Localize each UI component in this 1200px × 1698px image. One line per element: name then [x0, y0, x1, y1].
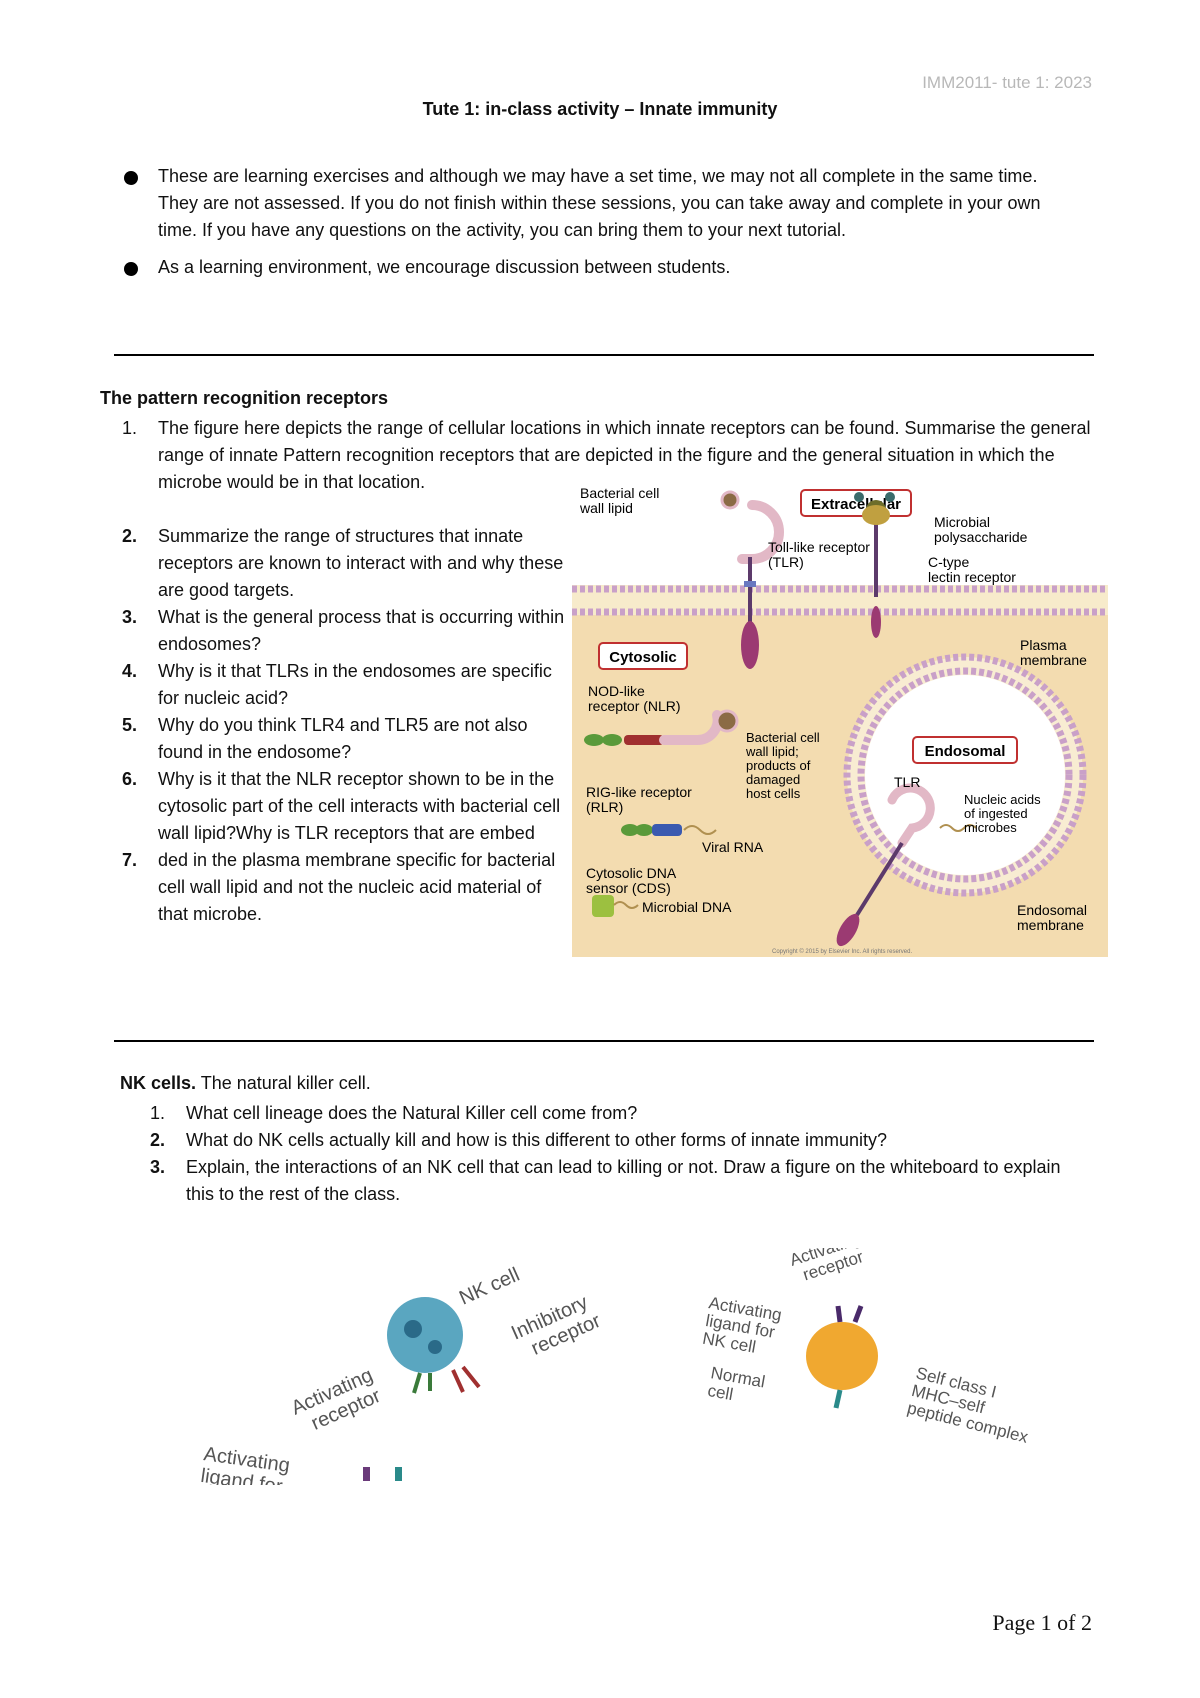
bullet-dot-icon: [124, 262, 138, 276]
nk-heading: NK cells. The natural killer cell.: [120, 1073, 371, 1093]
page-title: Tute 1: in-class activity – Innate immun…: [422, 99, 778, 119]
copyright-label: Copyright © 2015 by Elsevier Inc. All ri…: [772, 948, 912, 955]
nk-question-list: 1.What cell lineage does the Natural Kil…: [128, 1100, 1068, 1208]
list-item: 6.Why is it that the NLR receptor shown …: [122, 769, 561, 843]
list-item: These are learning exercises and althoug…: [120, 163, 1080, 244]
endosomal-label: Endosomal: [925, 743, 1006, 760]
list-item: As a learning environment, we encourage …: [120, 254, 1080, 281]
endosomal-tlr: [836, 783, 977, 947]
plasma-membrane: [572, 585, 1108, 616]
endosomal-tlr-label: TLR: [894, 774, 920, 790]
active-receptor-label: Activatingreceptor: [787, 1248, 869, 1287]
viral-rna-label: Viral RNA: [702, 839, 764, 855]
ligand-mark: [363, 1467, 370, 1481]
list-item: 1.What cell lineage does the Natural Kil…: [150, 1103, 638, 1123]
intro-bullet-list: These are learning exercises and althoug…: [120, 163, 1080, 291]
nk-cell-illustration: [387, 1297, 481, 1394]
section-divider: [114, 1040, 1094, 1042]
rlr-label: RIG-like receptor(RLR): [586, 784, 692, 815]
cytosolic-box: [598, 642, 688, 670]
activating-ligand-label: Activatingligand for: [199, 1443, 291, 1485]
section-divider: [114, 354, 1094, 356]
cytosolic-label: Cytosolic: [609, 649, 677, 666]
list-item: 5.Why do you think TLR4 and TLR5 are not…: [122, 715, 528, 762]
prr-question-list: 1.The figure here depicts the range of c…: [100, 415, 1091, 496]
normal-cell-label: Normalcell: [706, 1363, 766, 1409]
tlr-label: Toll-like receptor(TLR): [768, 539, 870, 570]
microbial-dna-label: Microbial DNA: [642, 899, 732, 915]
normal-cell-figure: Activatingreceptor Activating ligand for…: [701, 1248, 1039, 1447]
cds-receptor: [592, 895, 639, 917]
list-item: 1.The figure here depicts the range of c…: [122, 418, 1091, 492]
tlr-receptor: [720, 490, 784, 669]
prr-question-list-continued: 2.Summarize the range of structures that…: [100, 523, 570, 928]
prr-figure: Extracellular Cytosolic Endosomal Bacter…: [572, 485, 1108, 957]
page-number: Page 1 of 2: [992, 1610, 1092, 1635]
normal-cell-illustration: [806, 1305, 878, 1409]
inhibitory-receptor-label: Inhibitoryreceptor: [508, 1290, 604, 1365]
nk-cell-figure: NK cell Inhibitoryreceptor Activatingrec…: [199, 1264, 604, 1485]
activating-ligand-nk-label: Activating ligand for NK cell: [701, 1293, 788, 1361]
nlr-receptor: [584, 709, 739, 746]
list-item: 7.ded in the plasma membrane specific fo…: [122, 850, 556, 924]
list-item: 4.Why is it that TLRs in the endosomes a…: [122, 661, 552, 708]
prr-heading: The pattern recognition receptors: [100, 388, 389, 408]
bullet-dot-icon: [124, 171, 138, 185]
ctype-lectin-receptor: [854, 492, 895, 638]
nucleic-acids-label: Nucleic acids of ingested microbes: [964, 792, 1044, 835]
list-item: 3.Explain, the interactions of an NK cel…: [150, 1157, 1061, 1204]
self-class-label: Self class I MHC–self peptide complex: [905, 1363, 1039, 1446]
list-item: 2.What do NK cells actually kill and how…: [150, 1130, 887, 1150]
nk-cell-label: NK cell: [456, 1264, 523, 1310]
list-item: 3.What is the general process that is oc…: [122, 607, 565, 654]
course-reference: IMM2011- tute 1: 2023: [922, 73, 1092, 92]
ligand-mark: [395, 1467, 402, 1481]
activating-receptor-label: Activatingreceptor: [288, 1364, 385, 1439]
bacterial-products-label: Bacterial cell wall lipid; products of d…: [745, 730, 823, 801]
list-item: 2.Summarize the range of structures that…: [122, 526, 564, 600]
rlr-receptor: [621, 824, 717, 836]
endosome: [843, 653, 1087, 897]
endosomal-box: [912, 736, 1018, 764]
